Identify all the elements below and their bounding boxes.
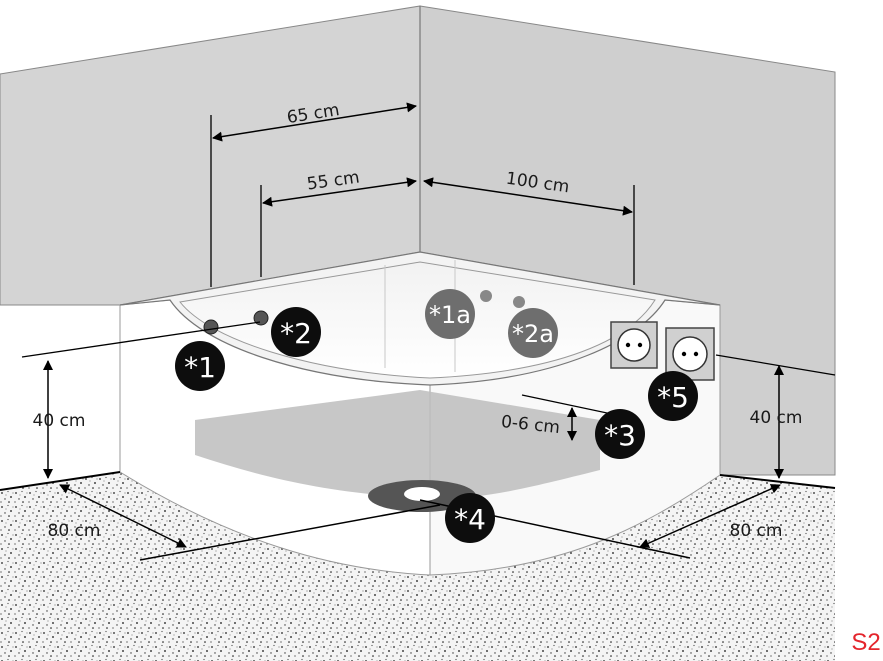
dimension-arrow-100: [423, 177, 633, 216]
dimension-arrow-80-right: [639, 484, 781, 548]
floor-wall-junction-right: [719, 474, 836, 489]
dimension-label-40-left: 40 cm: [33, 411, 86, 431]
callout-5: *5: [648, 371, 698, 421]
svg-text:*2: *2: [280, 317, 312, 350]
dimension-label-80-right: 80 cm: [730, 521, 783, 541]
cold-water-connection-point: [253, 310, 269, 326]
callout-1a: *1a: [425, 289, 475, 339]
floor-wall-junction-left: [0, 471, 121, 491]
floor: [0, 472, 835, 661]
svg-text:*2a: *2a: [512, 320, 554, 348]
svg-text:*5: *5: [657, 381, 689, 414]
under-tray-shadow: [195, 390, 600, 499]
callout-2: *2: [271, 307, 321, 357]
dimension-label-40-right: 40 cm: [750, 408, 803, 428]
hot-water-connection-point: [203, 319, 219, 335]
svg-text:*4: *4: [454, 503, 486, 536]
dimension-arrow-55: [262, 177, 417, 207]
left-wall: [0, 5, 421, 306]
svg-text:*3: *3: [604, 419, 636, 452]
callout-1: *1: [175, 341, 225, 391]
inner-connection-point-a: [480, 290, 492, 302]
power-socket-1: [610, 321, 658, 369]
svg-text:*1a: *1a: [429, 301, 471, 329]
callout-4: *4: [445, 493, 495, 543]
callout-2a: *2a: [508, 308, 558, 358]
drain-inner: [404, 487, 440, 501]
dimension-arrow-65: [212, 102, 417, 142]
sheet-code: S2: [851, 629, 880, 656]
dimension-arrow-80-left: [59, 484, 187, 548]
inner-connection-point-b: [513, 296, 525, 308]
dimension-label-80-left: 80 cm: [48, 521, 101, 541]
floor-edge-line-left: [139, 504, 441, 561]
callout-3: *3: [595, 409, 645, 459]
height-reference-line-left: [21, 321, 261, 358]
svg-text:*1: *1: [184, 351, 216, 384]
